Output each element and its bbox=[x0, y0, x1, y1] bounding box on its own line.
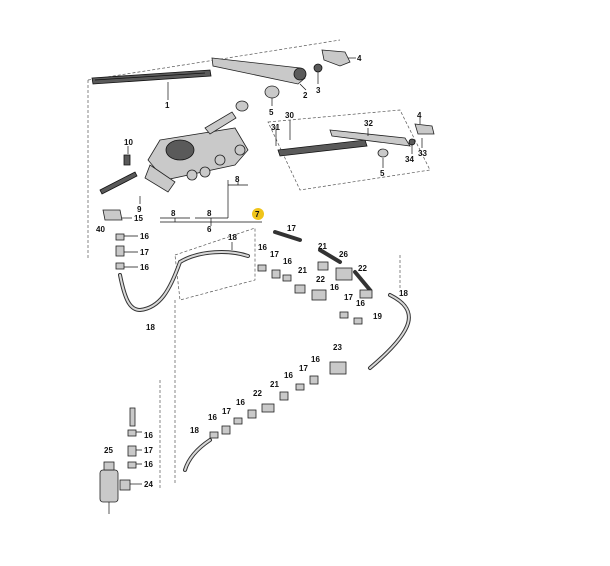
label-32: 32 bbox=[364, 119, 373, 128]
fittings bbox=[115, 233, 373, 469]
part-labels: 1 2 3 4 5 30 31 32 4 34 33 5 10 8 8 8 9 … bbox=[96, 54, 427, 489]
label-10: 10 bbox=[124, 138, 133, 147]
bracket-lines bbox=[160, 180, 262, 226]
label-24: 24 bbox=[144, 480, 153, 489]
label-16d: 16 bbox=[283, 257, 292, 266]
label-15: 15 bbox=[134, 214, 143, 223]
label-17e: 17 bbox=[299, 364, 308, 373]
linkage-rod-9 bbox=[99, 171, 138, 195]
label-16k: 16 bbox=[144, 431, 153, 440]
label-16h: 16 bbox=[284, 371, 293, 380]
rear-wiper bbox=[277, 123, 435, 158]
label-16i: 16 bbox=[236, 398, 245, 407]
wiper-blade-1 bbox=[91, 69, 212, 85]
label-16a: 16 bbox=[140, 232, 149, 241]
label-9: 9 bbox=[137, 205, 142, 214]
label-33: 33 bbox=[418, 149, 427, 158]
label-17a: 17 bbox=[140, 248, 149, 257]
label-34: 34 bbox=[405, 155, 414, 164]
label-8b: 8 bbox=[171, 209, 176, 218]
label-31: 31 bbox=[271, 123, 280, 132]
label-17b: 17 bbox=[270, 250, 279, 259]
label-22a: 22 bbox=[316, 275, 325, 284]
wiper-arm-2 bbox=[211, 57, 307, 85]
label-19: 19 bbox=[373, 312, 382, 321]
label-5: 5 bbox=[269, 108, 274, 117]
label-18d: 18 bbox=[190, 426, 199, 435]
label-21c: 21 bbox=[270, 380, 279, 389]
label-16e: 16 bbox=[330, 283, 339, 292]
label-26: 26 bbox=[339, 250, 348, 259]
label-16f: 16 bbox=[356, 299, 365, 308]
connector-15 bbox=[102, 209, 123, 221]
group-outlines bbox=[87, 39, 431, 490]
label-8c: 8 bbox=[207, 209, 212, 218]
label-8a: 8 bbox=[235, 175, 240, 184]
label-4: 4 bbox=[357, 54, 362, 63]
label-16b: 16 bbox=[140, 263, 149, 272]
label-16c: 16 bbox=[258, 243, 267, 252]
grommet bbox=[235, 100, 249, 112]
label-7: 7 bbox=[255, 210, 260, 219]
highlight-marker-7 bbox=[252, 208, 264, 220]
label-16g: 16 bbox=[311, 355, 320, 364]
label-17g: 17 bbox=[144, 446, 153, 455]
label-4b: 4 bbox=[417, 111, 422, 120]
label-18b: 18 bbox=[228, 233, 237, 242]
label-25: 25 bbox=[104, 446, 113, 455]
label-17f: 17 bbox=[222, 407, 231, 416]
label-2: 2 bbox=[303, 91, 308, 100]
cap-4 bbox=[321, 49, 351, 67]
label-5b: 5 bbox=[380, 169, 385, 178]
label-17c: 17 bbox=[287, 224, 296, 233]
screw-10 bbox=[123, 154, 131, 166]
label-21a: 21 bbox=[318, 242, 327, 251]
label-30: 30 bbox=[285, 111, 294, 120]
hoses bbox=[118, 230, 411, 472]
nut-3 bbox=[313, 63, 323, 73]
label-16j: 16 bbox=[208, 413, 217, 422]
cap-5 bbox=[264, 85, 280, 99]
label-6: 6 bbox=[207, 225, 212, 234]
washer-pump-25 bbox=[99, 461, 131, 514]
label-17d: 17 bbox=[344, 293, 353, 302]
leader-lines bbox=[122, 57, 423, 485]
label-1: 1 bbox=[165, 101, 170, 110]
label-22b: 22 bbox=[358, 264, 367, 273]
label-3: 3 bbox=[316, 86, 321, 95]
label-18a: 18 bbox=[146, 323, 155, 332]
wiper-motor bbox=[144, 111, 249, 193]
label-23: 23 bbox=[333, 343, 342, 352]
label-40: 40 bbox=[96, 225, 105, 234]
label-16l: 16 bbox=[144, 460, 153, 469]
label-18c: 18 bbox=[399, 289, 408, 298]
label-22c: 22 bbox=[253, 389, 262, 398]
label-21b: 21 bbox=[298, 266, 307, 275]
